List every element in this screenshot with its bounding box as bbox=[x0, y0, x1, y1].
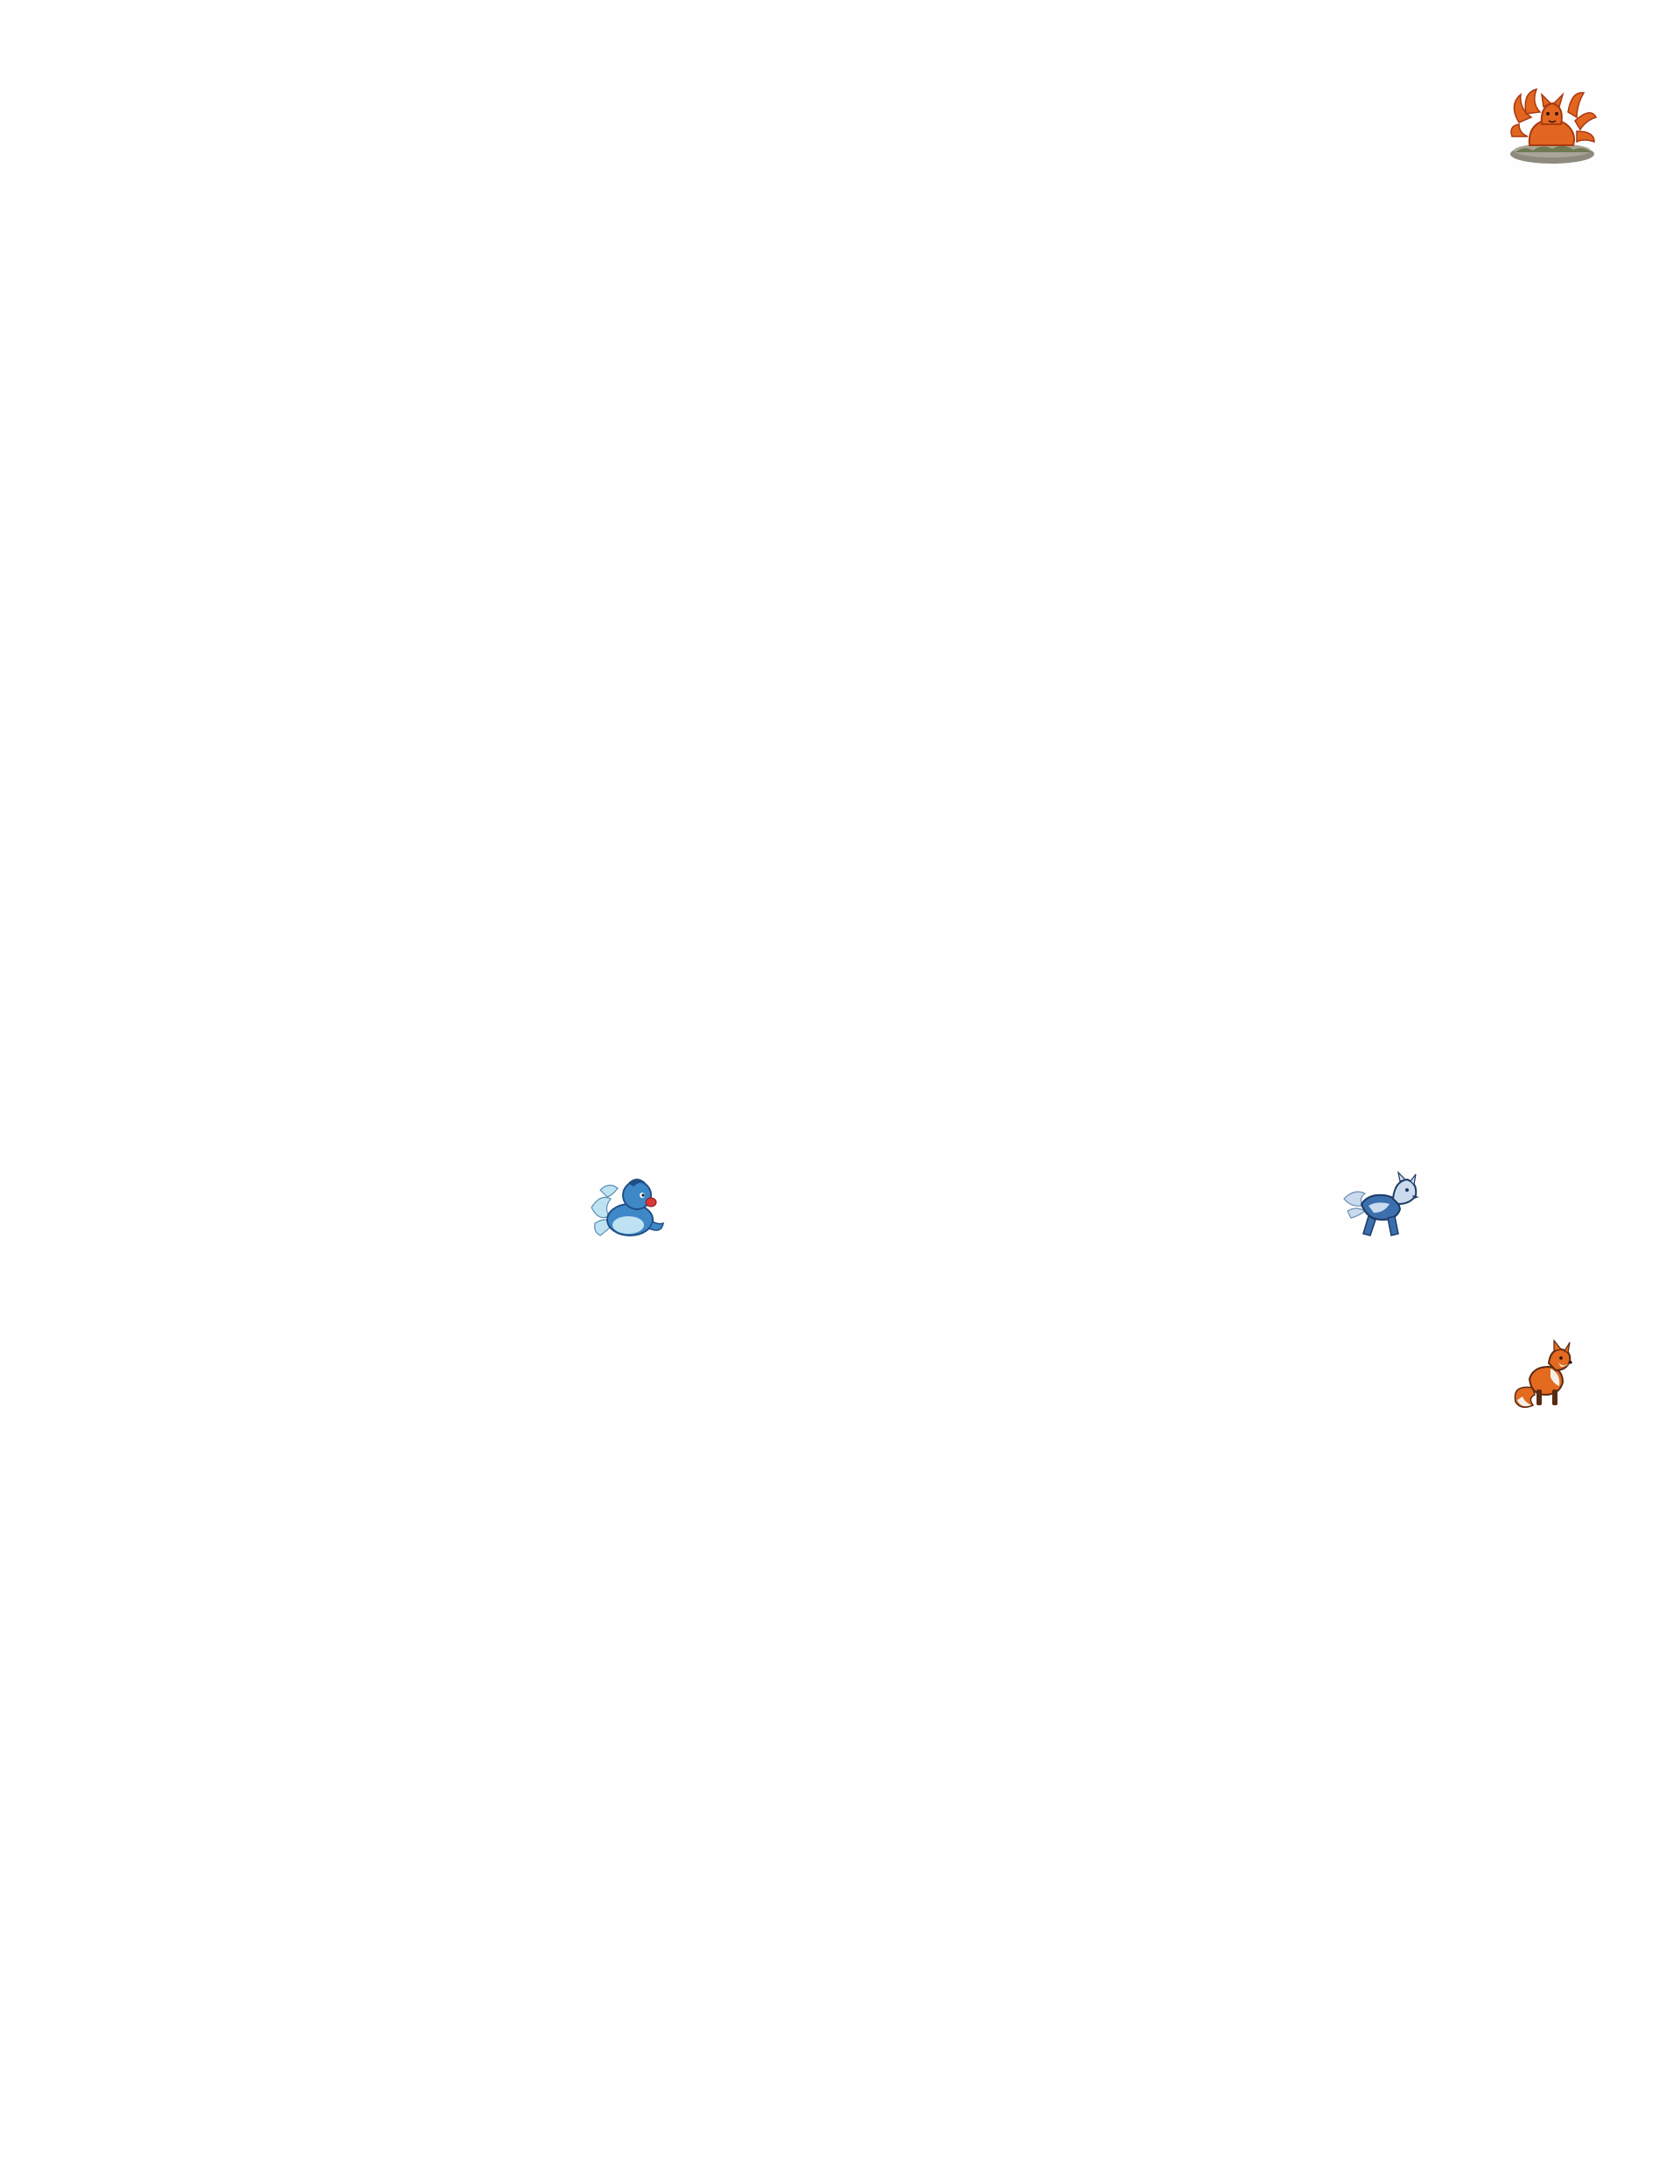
blue-ice-wolf-sprite[interactable] bbox=[1342, 1171, 1421, 1241]
blue-water-creature-sprite[interactable] bbox=[588, 1172, 665, 1242]
red-fox-sprite[interactable] bbox=[1512, 1339, 1573, 1410]
nine-tailed-fox-sprite[interactable] bbox=[1507, 88, 1598, 166]
